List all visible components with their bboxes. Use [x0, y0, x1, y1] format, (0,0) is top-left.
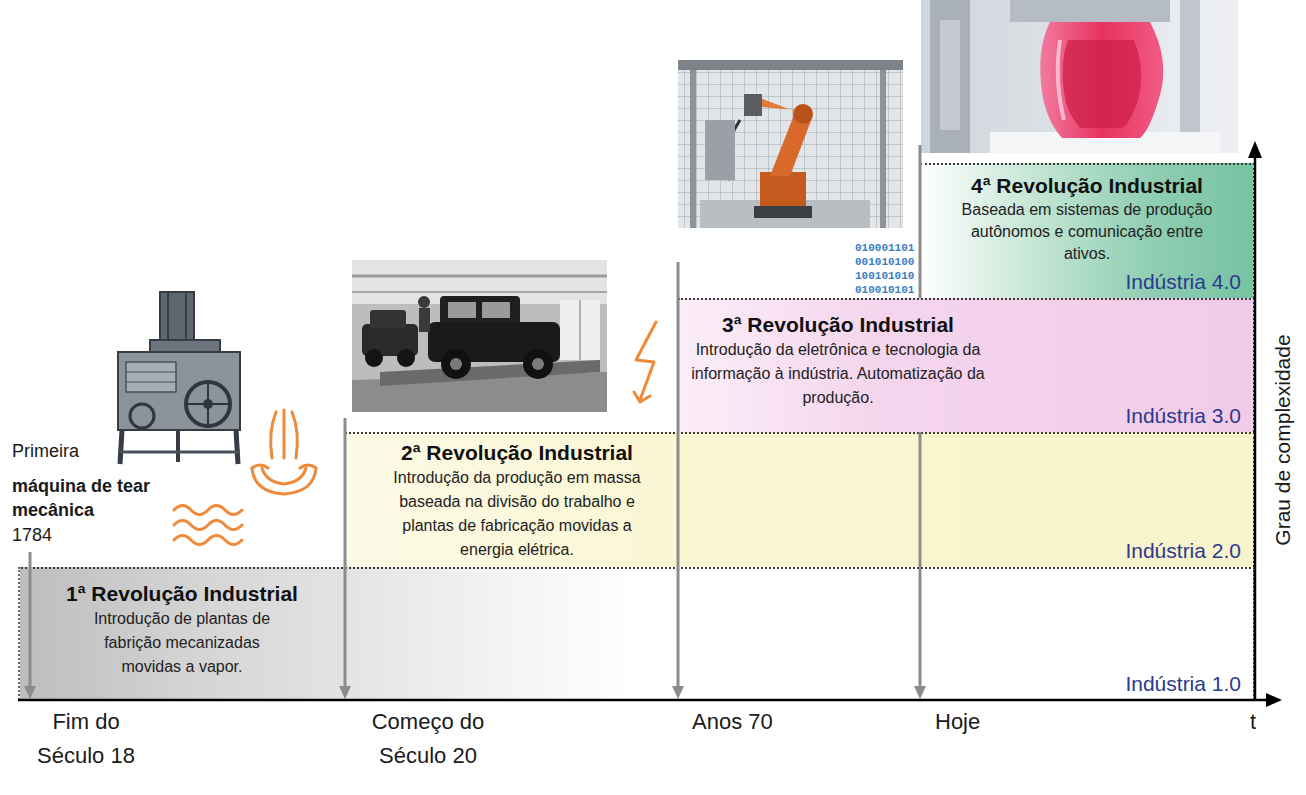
annotation-text: Primeira [12, 440, 79, 463]
era-band: 2ª Revolução IndustrialIntrodução da pro… [345, 432, 1255, 567]
axes [18, 141, 1282, 707]
band-body: Introdução de plantas de fabrição mecani… [77, 607, 287, 679]
band-heading: 3ª Revolução Industrial [688, 312, 988, 338]
axis-tick-label: Fim do Século 18 [26, 705, 146, 773]
band-heading: 4ª Revolução Industrial [952, 173, 1222, 199]
band-text-block: 1ª Revolução IndustrialIntrodução de pla… [47, 581, 317, 679]
band-text-block: 3ª Revolução IndustrialIntrodução da ele… [688, 312, 988, 410]
electricity-symbol [634, 322, 656, 402]
band-heading: 1ª Revolução Industrial [47, 581, 317, 607]
era-marker-arrows [24, 145, 926, 699]
band-body: Baseada em sistemas de produção autônomo… [957, 199, 1217, 265]
assembly-line-photo [352, 260, 607, 412]
bottle-photo [921, 0, 1238, 153]
band-body: Introdução da produção em massa baseada … [385, 466, 650, 562]
steam-symbol [252, 410, 316, 494]
axis-tick-label: Hoje [935, 705, 980, 739]
axis-label: t [1250, 705, 1256, 739]
axis-tick-label: Anos 70 [692, 705, 773, 739]
band-label: Indústria 3.0 [1125, 403, 1241, 429]
era-band: 3ª Revolução IndustrialIntrodução da ele… [678, 298, 1255, 432]
water-symbol [174, 506, 242, 545]
axis-tick-label: Começo do Século 20 [358, 705, 498, 773]
year-label: 1784 [12, 524, 52, 547]
annotation-text: máquina de tear mecânica [12, 474, 162, 522]
band-label: Indústria 2.0 [1125, 538, 1241, 564]
band-text-block: 2ª Revolução IndustrialIntrodução da pro… [372, 440, 662, 562]
binary-code: 010001101 001010100 100101010 010010101 [855, 241, 918, 297]
axis-label: Grau de complexidade [1270, 334, 1296, 545]
band-label: Indústria 4.0 [1125, 269, 1241, 295]
band-text-block: 4ª Revolução IndustrialBaseada em sistem… [952, 173, 1222, 265]
era-band: 1ª Revolução IndustrialIntrodução de pla… [18, 567, 1255, 700]
robot-photo [678, 60, 903, 228]
band-body: Introdução da eletrônica e tecnologia da… [688, 338, 988, 410]
era-band: 4ª Revolução IndustrialBaseada em sistem… [920, 163, 1255, 298]
band-heading: 2ª Revolução Industrial [372, 440, 662, 466]
band-label: Indústria 1.0 [1125, 671, 1241, 697]
loom-illustration [118, 292, 240, 464]
